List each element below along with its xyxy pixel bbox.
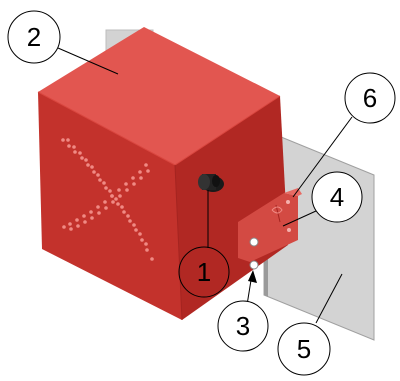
callout-1-label: 1 <box>197 257 211 287</box>
box-front-face <box>38 92 182 320</box>
callout-3-label: 3 <box>236 311 250 341</box>
callout-2: 2 <box>7 10 61 64</box>
leader-lines <box>57 47 353 324</box>
box-top-face <box>38 27 280 165</box>
callout-4: 4 <box>311 171 363 223</box>
callout-1: 1 <box>178 246 230 298</box>
red-enclosure-box <box>37 27 288 321</box>
box-side-face <box>175 96 288 320</box>
callout-2-label: 2 <box>27 22 41 52</box>
vent-hole-pattern <box>61 138 154 261</box>
callout-3: 3 <box>217 300 269 352</box>
cylinder-connector <box>198 174 224 192</box>
callout-5: 5 <box>277 322 331 376</box>
callout-5-label: 5 <box>297 334 311 364</box>
screw-pair <box>248 237 259 283</box>
callout-4-label: 4 <box>330 182 344 212</box>
callout-6-label: 6 <box>363 83 377 113</box>
callout-6: 6 <box>344 72 396 124</box>
